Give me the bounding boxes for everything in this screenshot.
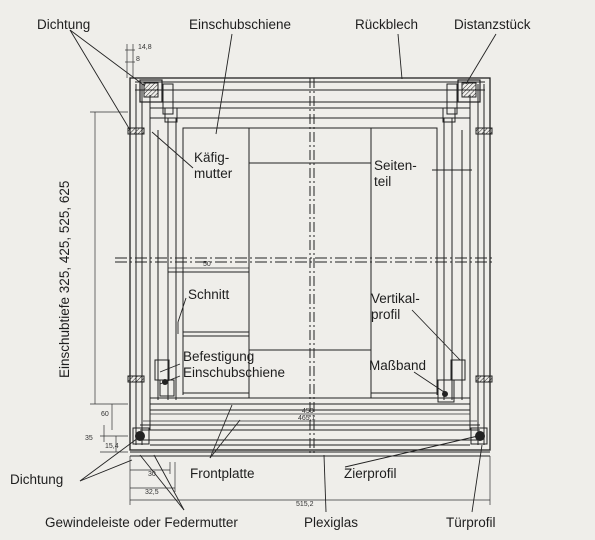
seal-mid-left — [127, 127, 145, 135]
seal-top-left — [143, 82, 159, 98]
label-befestigung-2: Einschubschiene — [183, 365, 286, 380]
dim-515-2: 515,2 — [296, 501, 314, 508]
dim-30: 30 — [148, 471, 156, 478]
label-kaefigmutter-1: Käfig- — [194, 150, 230, 165]
label-dichtung-top: Dichtung — [37, 17, 91, 32]
label-frontplatte: Frontplatte — [190, 466, 255, 481]
dim-465-1: 465,1 — [298, 415, 316, 422]
dim-8: 8 — [136, 56, 140, 63]
label-vertikalprofil-1: Vertikal- — [371, 291, 420, 306]
dim-32-5: 32,5 — [145, 489, 159, 496]
label-seitenteil-1: Seiten- — [374, 158, 417, 173]
label-seitenteil-2: teil — [374, 174, 392, 189]
dim-15-4: 15,4 — [105, 443, 119, 450]
dim-60: 60 — [101, 411, 109, 418]
label-vertikalprofil-2: profil — [371, 307, 401, 322]
seal-bottom-right — [475, 431, 485, 441]
label-schnitt: Schnitt — [188, 287, 230, 302]
label-dichtung-bottom: Dichtung — [10, 472, 64, 487]
leader-lines — [69, 29, 497, 513]
label-einschubtiefe: Einschubtiefe 325, 425, 525, 625 — [57, 180, 72, 378]
label-distanzstueck: Distanzstück — [454, 17, 531, 32]
label-kaefigmutter-2: mutter — [194, 166, 233, 181]
label-massband: Maßband — [369, 358, 427, 373]
label-zierprofil: Zierprofil — [344, 466, 397, 481]
seal-mid-right — [475, 127, 493, 135]
label-tuerprofil: Türprofil — [446, 515, 496, 530]
dim-450: 450 — [302, 408, 314, 415]
dim-35: 35 — [85, 435, 93, 442]
dim-50: 50 — [203, 261, 211, 268]
label-einschubschiene: Einschubschiene — [189, 17, 292, 32]
seal-lower-left — [127, 375, 145, 383]
seal-lower-right — [475, 375, 493, 383]
dim-14-8: 14,8 — [138, 44, 152, 51]
label-befestigung-1: Befestigung — [183, 349, 255, 364]
label-rueckblech: Rückblech — [355, 17, 419, 32]
label-plexiglas: Plexiglas — [304, 515, 359, 530]
seal-top-right — [461, 82, 477, 98]
label-gewindeleiste: Gewindeleiste oder Federmutter — [45, 515, 238, 530]
